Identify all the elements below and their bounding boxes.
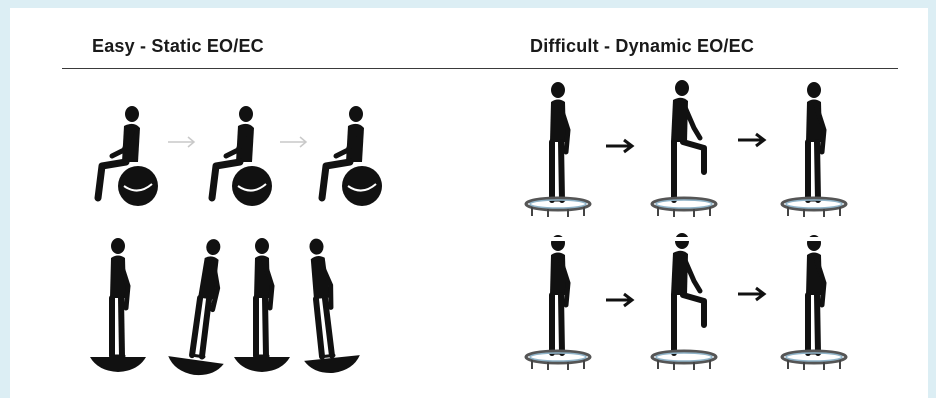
dark-arrow-icon — [738, 288, 764, 300]
dark-arrow-icon — [606, 294, 632, 306]
figure-panel: Easy - Static EO/EC Difficult - Dynamic … — [10, 8, 928, 398]
exercise-illustrations — [10, 8, 928, 398]
board-standing-sequence — [90, 238, 361, 379]
dark-arrow-icon — [606, 140, 632, 152]
trampoline-step-eyes-open-sequence — [526, 80, 846, 217]
light-arrow-icon — [280, 137, 306, 147]
ball-sitting-sequence — [98, 106, 382, 206]
light-arrow-icon — [168, 137, 194, 147]
trampoline-step-eyes-closed-sequence — [526, 233, 846, 370]
dark-arrow-icon — [738, 134, 764, 146]
